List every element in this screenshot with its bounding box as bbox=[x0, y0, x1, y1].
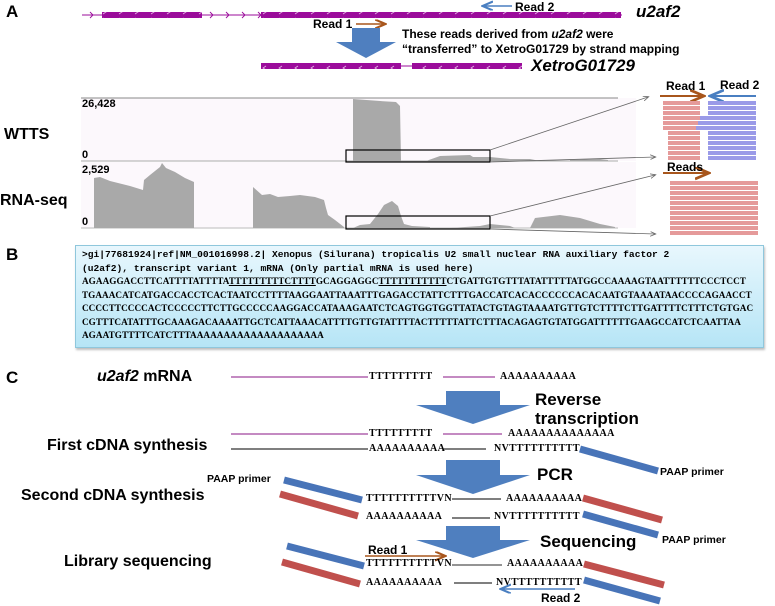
polyt-stretch-1: TTTTTTTTTCTTTT bbox=[228, 276, 316, 286]
sequence-line-4: CGTTTCATATTTGCAAAGACAAAATTGCTCATTAAACATT… bbox=[82, 316, 741, 327]
primer-second-right-blue bbox=[582, 510, 659, 539]
first-bottom-polya: AAAAAAAAAA bbox=[369, 443, 446, 454]
mrna-text: mRNA bbox=[138, 368, 193, 385]
fasta-header-line2: (u2af2), transcript variant 1, mRNA (Onl… bbox=[82, 262, 474, 274]
rnaseq-min: 0 bbox=[82, 216, 89, 228]
sequence-line-2: TGAAACATCATGACCACCTCACTAATCCTTTTAAGGAATT… bbox=[82, 289, 752, 300]
xetrog01729-gene-model bbox=[261, 63, 522, 69]
read1-label: Read 1 bbox=[313, 17, 353, 31]
primer-lib-right-blue bbox=[583, 576, 661, 605]
primer-second-left-blue bbox=[283, 476, 363, 504]
inset-reads-label: Reads bbox=[667, 160, 704, 174]
inset-wtts-reads bbox=[663, 101, 756, 160]
sequence-line-3: CCCCTTCCCCACTCCCCCTTCTTGCCCCCAAGGACCATAA… bbox=[82, 303, 754, 313]
second-top-a: AAAAAAAAAA bbox=[506, 493, 583, 504]
mrna-gene: u2af2 bbox=[97, 368, 139, 385]
rnaseq-max: 2,529 bbox=[82, 164, 110, 176]
wtts-min: 0 bbox=[82, 149, 89, 161]
primer-label-first-right: PAAP primer bbox=[660, 466, 724, 478]
primer-second-left-red bbox=[279, 490, 359, 520]
pcr-arrow bbox=[416, 460, 530, 494]
wtts-track-label: WTTS bbox=[4, 126, 50, 143]
seq-segment: AGAAGGACCTTCATTTTATTTTA bbox=[82, 276, 229, 286]
sequencing-label: Sequencing bbox=[540, 532, 637, 551]
mrna-polyt: TTTTTTTTT bbox=[369, 371, 433, 382]
wtts-coverage bbox=[353, 99, 608, 161]
note-line2: “transferred” to XetroG01729 by strand m… bbox=[402, 42, 680, 56]
panel-c-label: C bbox=[6, 368, 19, 387]
seq-arrow bbox=[416, 526, 530, 558]
lib-read2-label: Read 2 bbox=[541, 591, 581, 605]
primer-lib-left-blue bbox=[286, 542, 365, 570]
inset-read2-label: Read 2 bbox=[720, 78, 760, 92]
intron-chevrons bbox=[89, 11, 262, 19]
first-top-polyt: TTTTTTTTT bbox=[369, 428, 433, 439]
lib-bottom-a: AAAAAAAAAA bbox=[366, 577, 443, 588]
step-mrna-label: u2af2 mRNA bbox=[97, 368, 192, 386]
note-text-post: were bbox=[582, 27, 614, 41]
read2-label: Read 2 bbox=[515, 0, 555, 14]
second-bottom-a: AAAAAAAAAA bbox=[366, 511, 443, 522]
second-bottom-nvt: NVTTTTTTTTTT bbox=[494, 511, 580, 522]
wtts-max: 26,428 bbox=[82, 98, 116, 110]
note-gene: u2af2 bbox=[551, 27, 583, 41]
first-bottom-nvt: NVTTTTTTTTTT bbox=[494, 443, 580, 454]
seq-segment: CTGATTGTGTTTATATTTTTATGGCCAAAAGTAATTTTTT… bbox=[446, 276, 746, 286]
lib-top-a: AAAAAAAAAA bbox=[507, 558, 584, 569]
transfer-note: These reads derived from u2af2 were “tra… bbox=[402, 27, 679, 57]
note-text: These reads derived from bbox=[402, 27, 552, 41]
rt-line1: Reverse bbox=[535, 390, 602, 409]
lib-top-t: TTTTTTTTTTVN bbox=[366, 558, 452, 569]
primer-lib-right-red bbox=[583, 560, 665, 589]
primer-label-second-left: PAAP primer bbox=[207, 473, 271, 485]
rnaseq-coverage bbox=[94, 163, 615, 228]
first-top-polya: AAAAAAAAAAAAAA bbox=[508, 428, 615, 439]
lib-read1-label: Read 1 bbox=[368, 543, 408, 557]
inset-rnaseq-reads bbox=[670, 181, 758, 235]
primer-first bbox=[579, 445, 659, 475]
strand-mapping-arrow bbox=[336, 28, 396, 58]
lib-bottom-nvt: NVTTTTTTTTTT bbox=[496, 577, 582, 588]
step-first-cdna-label: First cDNA synthesis bbox=[47, 437, 208, 454]
sequence-box: >gi|77681924|ref|NM_001016998.2| Xenopus… bbox=[75, 245, 764, 348]
sequence-line-1: AGAAGGACCTTCATTTTATTTTATTTTTTTTTCTTTTGCA… bbox=[82, 275, 757, 289]
step-library-label: Library sequencing bbox=[64, 553, 212, 570]
primer-second-right-red bbox=[582, 494, 663, 524]
gene-u2af2-label: u2af2 bbox=[636, 2, 681, 21]
rnaseq-track-label: RNA-seq bbox=[0, 192, 68, 209]
second-top-t: TTTTTTTTTTVN bbox=[366, 493, 452, 504]
sequence-line-5: AGAATGTTTTCATCTTTAAAAAAAAAAAAAAAAAAAA bbox=[82, 330, 324, 340]
inset-read1-label: Read 1 bbox=[666, 79, 706, 93]
panel-a-label: A bbox=[6, 2, 19, 21]
fasta-header-line1: >gi|77681924|ref|NM_001016998.2| Xenopus… bbox=[82, 249, 670, 260]
pcr-label: PCR bbox=[537, 465, 573, 484]
rnaseq-zoom-box bbox=[345, 215, 491, 230]
mrna-polya: AAAAAAAAAA bbox=[500, 371, 577, 382]
u2af2-gene-model bbox=[82, 11, 622, 19]
rt-arrow bbox=[416, 391, 530, 424]
panel-b-label: B bbox=[6, 245, 19, 264]
gene-xetrog01729-label: XetroG01729 bbox=[531, 56, 635, 75]
polyt-stretch-2: TTTTTTTTTTT bbox=[378, 276, 447, 286]
seq-segment: GCAGGAGGC bbox=[315, 276, 379, 286]
primer-label-second-right: PAAP primer bbox=[662, 534, 726, 546]
wtts-zoom-box bbox=[345, 149, 491, 163]
step-second-cdna-label: Second cDNA synthesis bbox=[21, 487, 205, 504]
rt-line2: transcription bbox=[535, 409, 639, 428]
primer-lib-left-red bbox=[281, 558, 361, 588]
